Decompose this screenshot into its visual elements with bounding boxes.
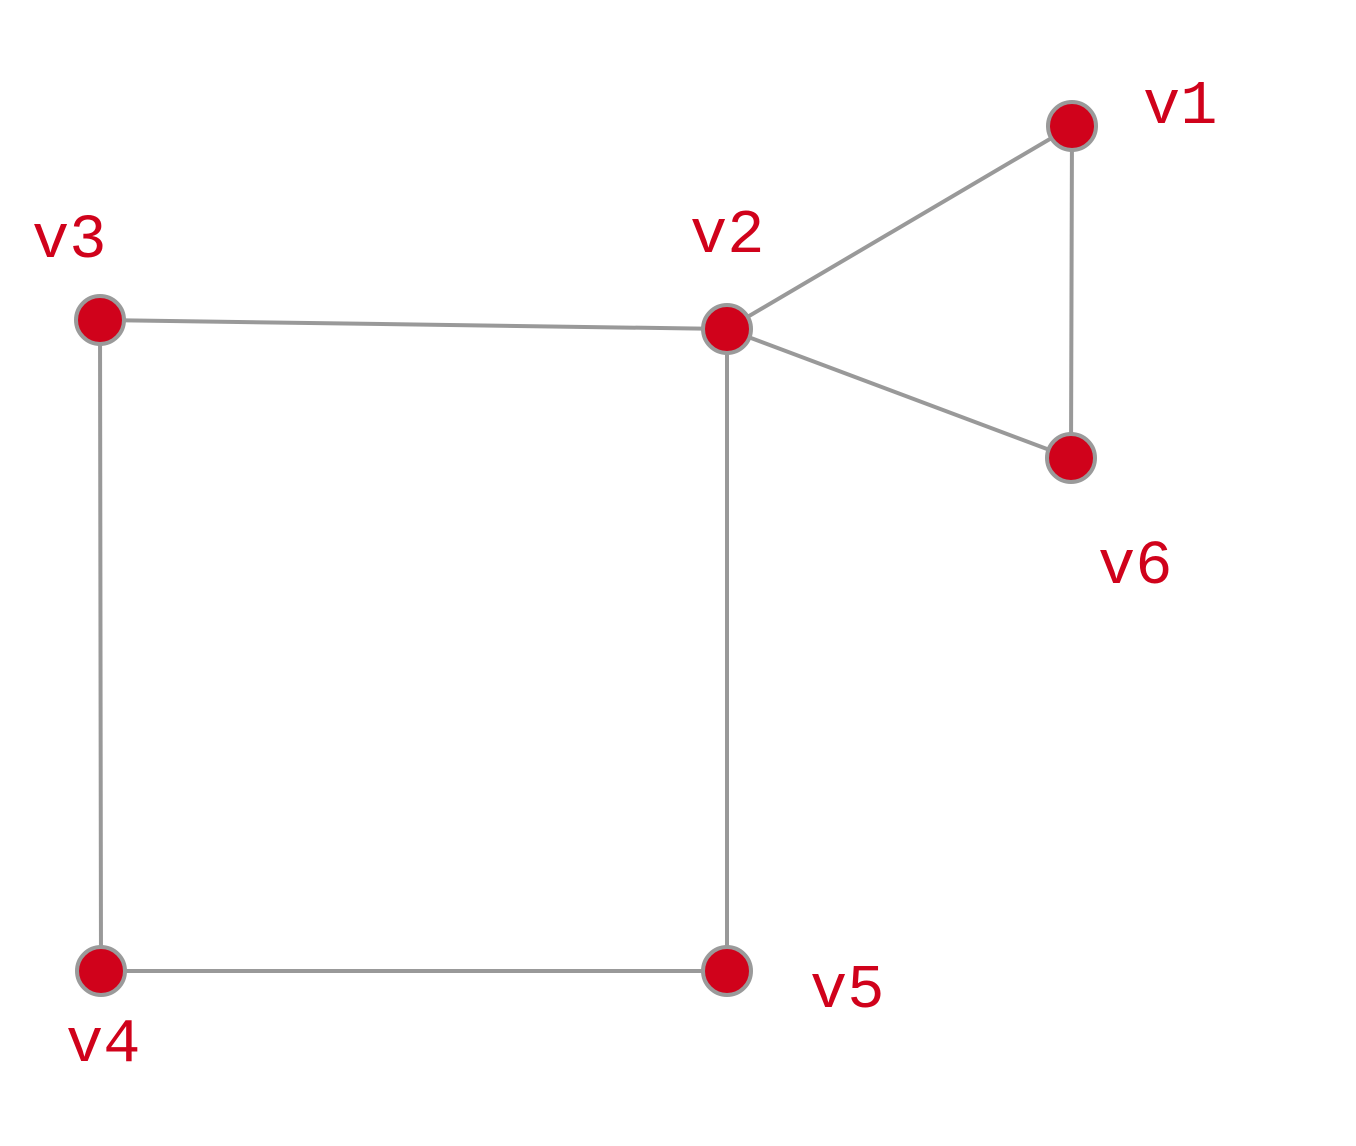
- node-label-v4: v4: [66, 1009, 140, 1080]
- node-label-v2: v2: [690, 200, 764, 271]
- node-v2: [701, 303, 753, 355]
- node-label-v6: v6: [1098, 531, 1172, 602]
- nodes-layer: [74, 100, 1098, 997]
- edge-v2-v1: [725, 124, 1074, 331]
- node-v4: [75, 945, 127, 997]
- node-v1: [1046, 100, 1098, 152]
- labels-layer: v1 v2 v3 v4 v5 v6: [32, 71, 1217, 1080]
- edge-v3-v4: [98, 318, 103, 973]
- node-label-v5: v5: [810, 955, 884, 1026]
- node-label-v3: v3: [32, 205, 106, 276]
- node-v3: [74, 294, 126, 346]
- edge-v1-v6: [1069, 124, 1074, 460]
- node-v5: [701, 945, 753, 997]
- edge-v3-v2: [98, 318, 729, 331]
- node-label-v1: v1: [1143, 71, 1217, 142]
- node-v6: [1045, 432, 1097, 484]
- edges-layer: [98, 124, 1074, 973]
- edge-v2-v6: [725, 327, 1073, 460]
